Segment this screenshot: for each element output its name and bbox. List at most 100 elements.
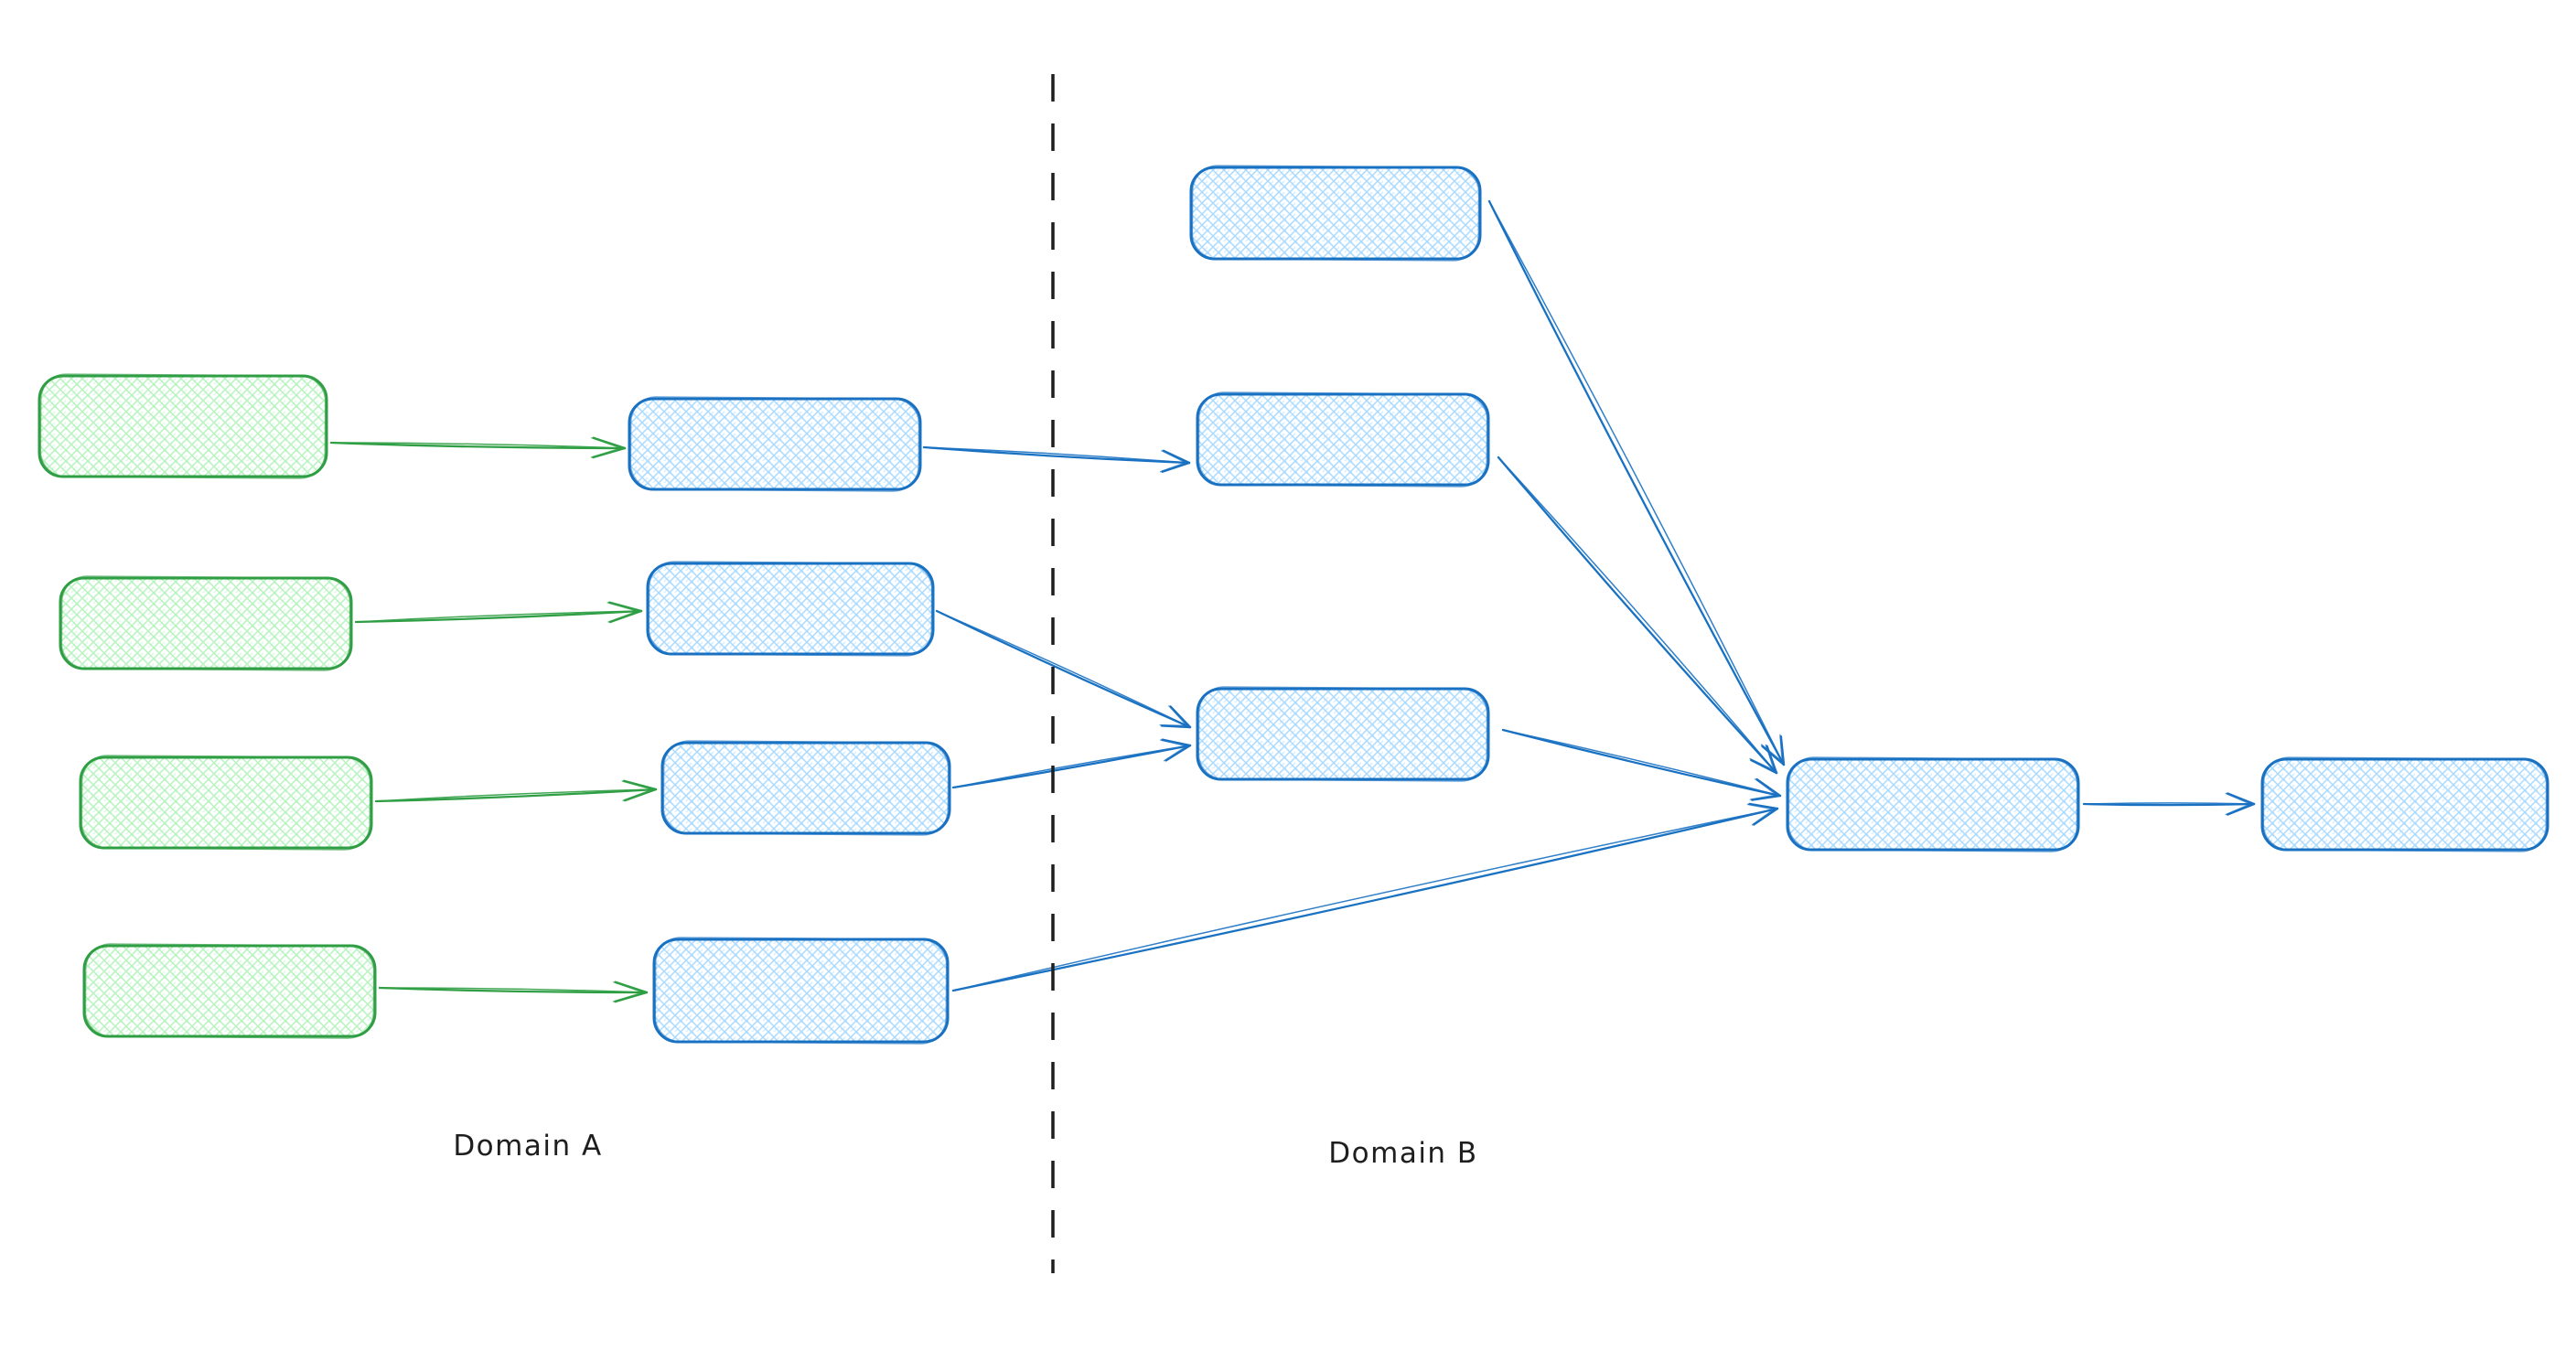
- arrowhead-line: [1162, 449, 1191, 465]
- domain-a-blue-box-2[interactable]: [646, 561, 935, 657]
- domain-a-blue-box-4-outline: [654, 937, 948, 1045]
- domain-a-blue-box-3-outline: [662, 740, 950, 836]
- arrowhead-line: [608, 601, 643, 613]
- arrowhead-line: [2227, 792, 2256, 806]
- domain-a-blue-box-1-shape: [628, 397, 922, 491]
- arrowhead-line: [1749, 794, 1777, 800]
- arrowhead-line: [1750, 758, 1778, 775]
- domain-b-blue-box-3-outline: [1197, 686, 1488, 782]
- domain-a-green-box-2-shape: [59, 576, 353, 670]
- arrowhead-line: [1168, 705, 1188, 727]
- output-box-outline: [2262, 756, 2548, 852]
- domain-a-green-box-1[interactable]: [38, 373, 328, 479]
- arrowhead-line: [1765, 744, 1776, 771]
- arrowhead-line: [1760, 744, 1783, 763]
- arrowhead-line: [1160, 724, 1192, 729]
- arrowhead-line: [608, 609, 643, 624]
- arrowhead-line: [1751, 794, 1782, 801]
- edge-layer: [329, 199, 2256, 1003]
- arrow-merge-to-output[interactable]: [2082, 792, 2256, 816]
- domain-b-blue-box-2-shape: [1196, 392, 1490, 487]
- arrowhead-line: [591, 436, 622, 449]
- domain-a-blue-box-1-outline: [629, 396, 920, 492]
- domain-a-blue-box-1[interactable]: [628, 396, 922, 492]
- arrowhead-line: [1161, 461, 1191, 473]
- arrow-green3-to-a3[interactable]: [374, 779, 658, 803]
- arrowhead-line: [1753, 807, 1779, 826]
- arrow-a4-to-merge[interactable]: [951, 802, 1779, 992]
- domain-a-green-box-3-outline: [80, 755, 371, 851]
- arrowhead-line: [621, 780, 653, 790]
- domain-a-green-box-4-outline: [84, 943, 375, 1039]
- domain-a-green-box-1-shape: [38, 374, 328, 478]
- arrowhead-line: [590, 447, 622, 458]
- domain-a-blue-box-3[interactable]: [660, 740, 951, 836]
- arrow-b3-to-merge[interactable]: [1501, 728, 1782, 801]
- domain-b-blue-box-2-outline: [1197, 391, 1488, 488]
- arrowhead-line: [2225, 792, 2251, 805]
- arrowhead-line: [1766, 745, 1778, 775]
- arrowhead-line: [607, 610, 639, 623]
- arrowhead-line: [1749, 757, 1776, 771]
- node-layer: [38, 165, 2549, 1045]
- output-box-shape: [2260, 757, 2549, 852]
- arrowhead-line: [1779, 734, 1786, 766]
- merge-box[interactable]: [1786, 756, 2080, 852]
- arrowhead-line: [592, 446, 627, 459]
- arrow-a2-to-b3[interactable]: [935, 609, 1192, 729]
- arrowhead-line: [1755, 777, 1782, 798]
- arrowhead-line: [612, 991, 644, 1002]
- domain-a-green-box-2-outline: [60, 575, 351, 671]
- domain-b-blue-box-1-shape: [1189, 166, 1482, 261]
- merge-box-outline: [1787, 756, 2078, 852]
- arrow-a1-to-b2[interactable]: [922, 445, 1191, 473]
- arrow-b2-to-merge[interactable]: [1497, 456, 1778, 775]
- arrowhead-line: [1165, 744, 1192, 762]
- domain-a-green-box-4[interactable]: [82, 943, 377, 1039]
- arrowhead-line: [1761, 745, 1786, 766]
- arrowhead-line: [1748, 802, 1779, 810]
- domain-a-blue-box-2-outline: [648, 561, 933, 657]
- arrowhead-line: [613, 981, 644, 993]
- arrowhead-line: [614, 991, 649, 1003]
- domain-a-green-box-2[interactable]: [59, 575, 353, 671]
- domain-b-label[interactable]: Domain B: [1328, 1137, 1477, 1170]
- arrowhead-line: [622, 788, 653, 801]
- arrow-b1-to-merge[interactable]: [1487, 199, 1786, 766]
- domain-b-blue-box-1-outline: [1191, 165, 1480, 262]
- arrowhead-line: [592, 436, 627, 450]
- arrowhead-line: [1164, 745, 1187, 762]
- domain-b-blue-box-3[interactable]: [1196, 686, 1490, 782]
- arrowhead-line: [1159, 724, 1188, 727]
- domain-a-green-box-3[interactable]: [79, 755, 373, 851]
- arrowhead-line: [1746, 803, 1775, 810]
- arrowhead-line: [1159, 462, 1186, 473]
- arrowhead-line: [1161, 738, 1192, 747]
- arrow-green2-to-a2[interactable]: [354, 601, 643, 624]
- domain-a-green-box-4-shape: [82, 944, 377, 1038]
- domain-b-blue-box-2[interactable]: [1196, 391, 1490, 488]
- arrowhead-line: [2227, 802, 2256, 816]
- arrowhead-line: [1779, 734, 1783, 763]
- arrowhead-line: [1169, 705, 1192, 729]
- domain-b-blue-box-3-shape: [1196, 687, 1490, 781]
- arrow-green1-to-a1[interactable]: [329, 436, 627, 459]
- arrowhead-line: [622, 779, 658, 791]
- arrow-a3-to-b3[interactable]: [951, 738, 1192, 789]
- output-box[interactable]: [2260, 756, 2549, 852]
- domain-a-green-box-3-shape: [79, 756, 373, 850]
- domain-a-green-box-1-outline: [39, 373, 327, 479]
- arrowhead-line: [1161, 450, 1186, 464]
- domain-a-blue-box-4-shape: [652, 938, 950, 1044]
- domain-a-label[interactable]: Domain A: [453, 1130, 602, 1163]
- arrowhead-line: [2225, 803, 2251, 816]
- arrowhead-line: [623, 788, 658, 802]
- arrowhead-line: [606, 602, 639, 612]
- domain-b-blue-box-1[interactable]: [1189, 165, 1482, 262]
- arrowhead-line: [1751, 809, 1775, 826]
- arrow-green4-to-a4[interactable]: [378, 981, 649, 1003]
- domain-a-blue-box-4[interactable]: [652, 937, 950, 1045]
- merge-box-shape: [1786, 757, 2080, 852]
- domain-a-blue-box-2-shape: [646, 562, 935, 656]
